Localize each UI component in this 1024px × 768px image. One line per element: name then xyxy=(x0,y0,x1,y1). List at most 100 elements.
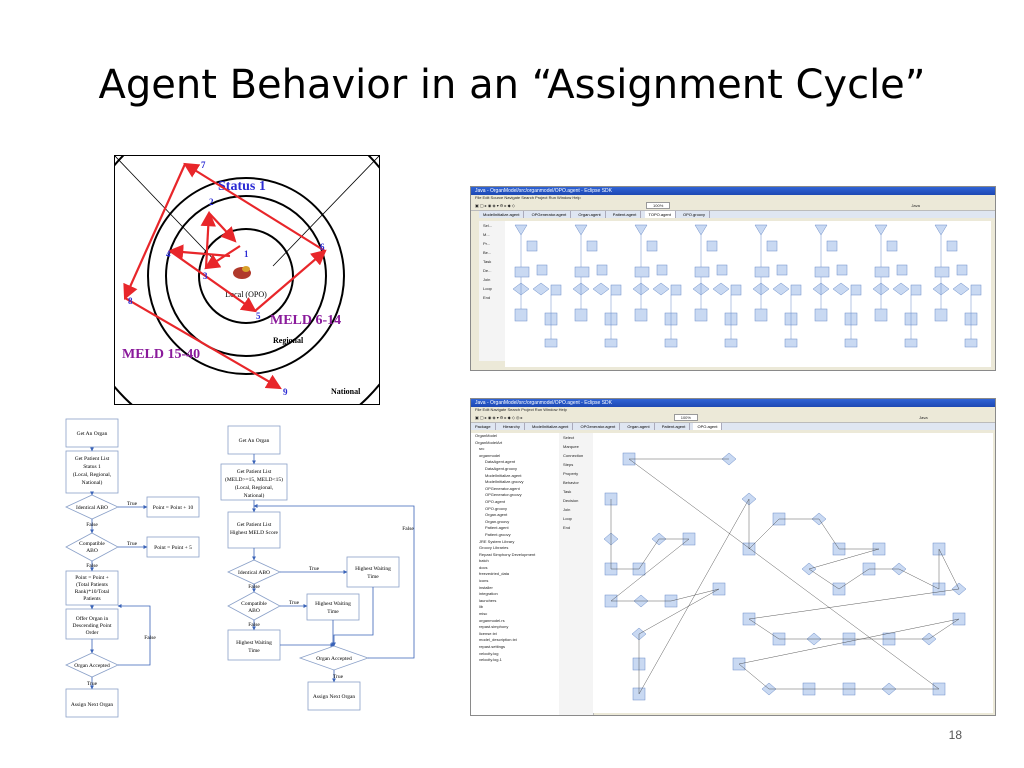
explorer-item[interactable]: batch xyxy=(479,558,489,564)
tab-modelinitialize[interactable]: ModelInitialize.agent xyxy=(479,211,525,218)
explorer-item[interactable]: ModelInitialize.groovy xyxy=(485,479,524,485)
palette-item[interactable]: Sel... xyxy=(483,223,493,228)
explorer-item[interactable]: velocity.log xyxy=(479,650,499,656)
explorer-item[interactable]: installer xyxy=(479,584,493,590)
explorer-item[interactable]: src xyxy=(479,446,485,452)
left-false-2: False xyxy=(86,563,98,569)
left-point-5: Point = Point + 5 xyxy=(154,545,192,551)
palette-item[interactable]: Join xyxy=(483,277,491,282)
explorer-item[interactable]: JRE System Library xyxy=(479,538,515,544)
tab-opgenerator[interactable]: OPGenerator.agent xyxy=(577,423,621,430)
explorer-item[interactable]: OPO.agent xyxy=(485,498,506,504)
perspective-java[interactable]: Java xyxy=(919,415,928,420)
explorer-item[interactable]: Patient.agent xyxy=(485,525,509,531)
agent-flow-canvas[interactable] xyxy=(593,433,993,713)
allocation-target-diagram: Local (OPO) Status 1 MELD 6-14 MELD 15-4… xyxy=(73,103,419,449)
palette-item[interactable]: Property xyxy=(563,471,579,476)
palette-item[interactable]: M... xyxy=(483,232,490,237)
tab-modelinitialize[interactable]: ModelInitialize.agent xyxy=(528,423,574,430)
explorer-item[interactable]: ModelInitialize.agent xyxy=(485,472,522,478)
tab-organ[interactable]: Organ.agent xyxy=(574,211,606,218)
flow-task-block xyxy=(850,284,862,296)
explorer-item[interactable]: icons xyxy=(479,578,489,584)
explorer-item[interactable]: OPGenerator.agent xyxy=(485,485,520,491)
palette-item[interactable]: End xyxy=(563,525,571,530)
zoom-select[interactable]: 100% xyxy=(646,202,671,209)
explorer-item[interactable]: repast.simphony xyxy=(479,624,509,630)
left-patient-list-1: Get Patient List xyxy=(75,456,110,462)
explorer-item[interactable]: Repast Simphony Development xyxy=(479,551,536,557)
menu-bar[interactable]: File Edit Navigate Search Project Run Wi… xyxy=(475,407,567,412)
tab-opo-groovy[interactable]: OPO.groovy xyxy=(679,211,711,218)
explorer-item[interactable]: misc xyxy=(479,611,488,617)
palette-item[interactable]: Join xyxy=(563,507,571,512)
toolbar-icons[interactable]: ▣ ▢ ▸ ◉ ◈ ▾ ⚙ ▸ ◆ ◇ xyxy=(475,203,515,208)
tab-patient[interactable]: Patient.agent xyxy=(658,423,691,430)
palette-item[interactable]: Task xyxy=(563,489,572,494)
tab-opgenerator[interactable]: OPGenerator.agent xyxy=(528,211,572,218)
explorer-item[interactable]: license.txt xyxy=(479,630,497,636)
explorer-item[interactable]: organmodel.rs xyxy=(479,617,505,623)
explorer-item[interactable]: model_description.txt xyxy=(479,637,517,643)
menu-bar[interactable]: File Edit Source Navigate Search Project… xyxy=(475,195,581,200)
tab-hierarchy[interactable]: Hierarchy xyxy=(499,423,525,430)
perspective-java[interactable]: Java xyxy=(911,203,920,208)
palette-item[interactable]: Connection xyxy=(563,453,584,458)
explorer-item[interactable]: organmodel xyxy=(479,452,501,458)
tab-topo[interactable]: TOPO.agent xyxy=(644,211,676,218)
palette-item[interactable]: Loop xyxy=(483,286,492,291)
explorer-item[interactable]: DataAgent.agent xyxy=(485,459,516,465)
palette-item[interactable]: Decision xyxy=(563,498,579,503)
flowchart-right-svg: Get An Organ Get Patient List (MELD>=15,… xyxy=(220,425,415,711)
palette-item[interactable]: Task xyxy=(483,259,492,264)
flow-task-block xyxy=(886,240,898,252)
explorer-item[interactable]: velocity.log.1 xyxy=(479,657,502,663)
toolbar-icons[interactable]: ▣ ▢ ▸ ◉ ◈ ▾ ⚙ ▸ ◆ ◇ ◎ ▸ xyxy=(475,415,523,420)
palette-item[interactable]: Behavior xyxy=(563,480,579,485)
explorer-item[interactable]: OPGenerator.groovy xyxy=(485,492,522,498)
explorer-item[interactable]: launchers xyxy=(479,597,497,603)
tab-opo[interactable]: OPO.agent xyxy=(693,423,723,430)
palette-item[interactable]: De... xyxy=(483,268,492,273)
explorer-item[interactable]: OrganModelArt xyxy=(475,439,503,445)
explorer-item[interactable]: docs xyxy=(479,564,488,570)
explorer-item[interactable]: freezedried_data xyxy=(479,571,510,577)
right-assign-next: Assign Next Organ xyxy=(313,694,356,700)
explorer-item[interactable]: Groovy Libraries xyxy=(479,545,509,551)
right-compatible-1: Compatible xyxy=(241,601,267,607)
explorer-item[interactable]: integration xyxy=(479,591,498,597)
explorer-item[interactable]: Organ.agent xyxy=(485,512,508,518)
tab-package[interactable]: Package xyxy=(471,423,496,430)
explorer-item[interactable]: lib xyxy=(479,604,484,610)
agent-flow-canvas[interactable] xyxy=(505,221,991,367)
flow-task-block xyxy=(896,264,908,276)
palette-item[interactable]: Pr... xyxy=(483,241,491,246)
flowchart-left-svg: Get An Organ Get Patient List Status 1 (… xyxy=(65,418,200,718)
explorer-item[interactable]: Patient.groovy xyxy=(485,531,511,537)
palette-item[interactable]: Marquee xyxy=(563,444,579,449)
right-patient-list-2: (MELD>=15, MELD<15) xyxy=(225,476,283,483)
palette-item[interactable]: Be... xyxy=(483,250,492,255)
explorer-item[interactable]: OrganModel xyxy=(475,433,498,438)
explorer-item[interactable]: DataAgent.groovy xyxy=(485,465,518,471)
explorer-item[interactable]: repast.settings xyxy=(479,644,506,649)
palette-item[interactable]: Steps xyxy=(563,462,574,467)
left-true-2: True xyxy=(127,541,138,547)
flow-task-block xyxy=(514,308,528,322)
palette-item[interactable]: Loop xyxy=(563,516,572,521)
left-patient-list-2: Status 1 xyxy=(83,464,101,470)
flow-task-block xyxy=(586,240,598,252)
zoom-select[interactable]: 100% xyxy=(673,414,698,421)
tab-patient[interactable]: Patient.agent xyxy=(609,211,642,218)
palette-item[interactable]: End xyxy=(483,295,491,300)
palette-item[interactable]: Select xyxy=(563,435,575,440)
right-meld-list-2: Highest MELD Score xyxy=(230,530,279,536)
target-svg: Local (OPO) Status 1 MELD 6-14 MELD 15-4… xyxy=(73,103,419,449)
slide-title: Agent Behavior in an “Assignment Cycle” xyxy=(98,62,926,108)
explorer-item[interactable]: Organ.groovy xyxy=(485,518,510,524)
flow-task-block xyxy=(934,266,950,278)
agent-flow-svg xyxy=(512,224,982,348)
explorer-item[interactable]: OPO.groovy xyxy=(485,505,508,511)
flow-task-block xyxy=(790,284,802,296)
tab-organ[interactable]: Organ.agent xyxy=(623,423,655,430)
